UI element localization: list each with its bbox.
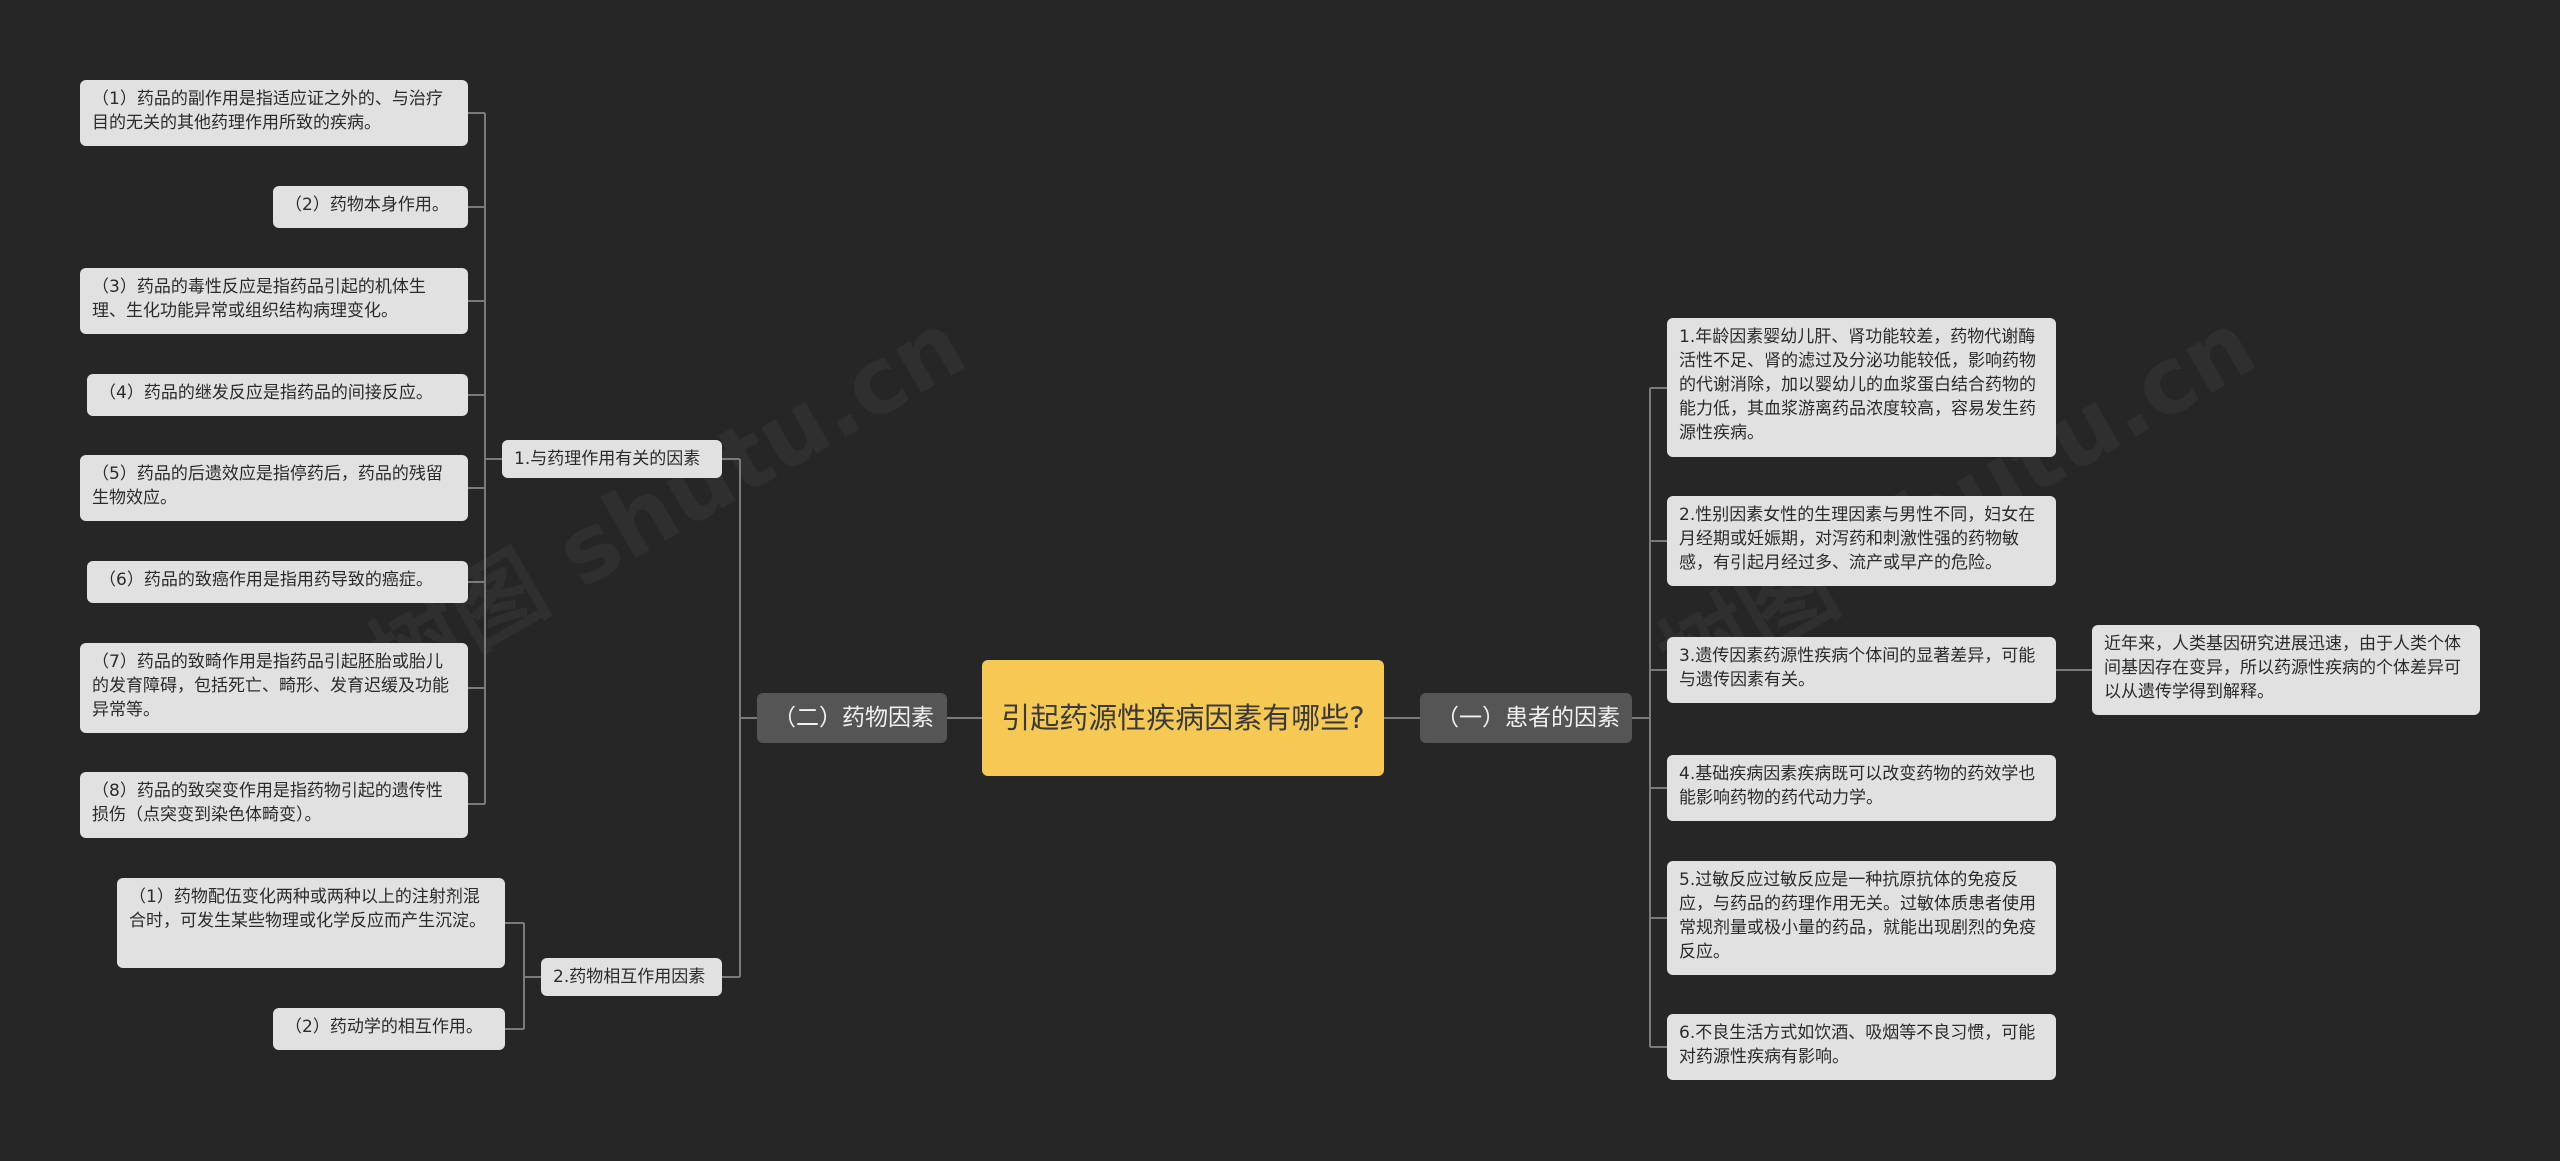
leaf-text: （8）药品的致突变作用是指药物引起的遗传性损伤（点突变到染色体畸变）。: [92, 781, 443, 825]
leaf-node[interactable]: （1）药物配伍变化两种或两种以上的注射剂混合时，可发生某些物理或化学反应而产生沉…: [117, 878, 505, 968]
leaf-text: 5.过敏反应过敏反应是一种抗原抗体的免疫反应，与药品的药理作用无关。过敏体质患者…: [1679, 870, 2036, 962]
group-drug-interaction[interactable]: 2.药物相互作用因素: [541, 958, 722, 996]
connector-right-trunk: [1632, 388, 1651, 1047]
branch-patient-factors[interactable]: （一）患者的因素: [1420, 693, 1632, 743]
group-label: 2.药物相互作用因素: [553, 967, 706, 987]
leaf-text: （4）药品的继发反应是指药品的间接反应。: [99, 383, 433, 403]
leaf-text: （2）药物本身作用。: [285, 195, 449, 215]
leaf-node[interactable]: （2）药动学的相互作用。: [273, 1008, 505, 1050]
leaf-text: 4.基础疾病因素疾病既可以改变药物的药效学也能影响药物的药代动力学。: [1679, 764, 2036, 808]
leaf-text: （2）药动学的相互作用。: [285, 1017, 483, 1037]
group-label: 1.与药理作用有关的因素: [514, 449, 701, 469]
leaf-text: 3.遗传因素药源性疾病个体间的显著差异，可能与遗传因素有关。: [1679, 646, 2036, 690]
leaf-node[interactable]: 4.基础疾病因素疾病既可以改变药物的药效学也能影响药物的药代动力学。: [1667, 755, 2056, 821]
branch-label: （二）药物因素: [773, 705, 934, 731]
root-topic-label: 引起药源性疾病因素有哪些?: [1001, 701, 1365, 735]
connector-left-trunk: [739, 459, 757, 977]
leaf-text: （1）药品的副作用是指适应证之外的、与治疗目的无关的其他药理作用所致的疾病。: [92, 89, 443, 133]
leaf-node[interactable]: （6）药品的致癌作用是指用药导致的癌症。: [87, 561, 468, 603]
leaf-node[interactable]: 2.性别因素女性的生理因素与男性不同，妇女在月经期或妊娠期，对泻药和刺激性强的药…: [1667, 496, 2056, 586]
note-text: 近年来，人类基因研究进展迅速，由于人类个体间基因存在变异，所以药源性疾病的个体差…: [2104, 634, 2461, 702]
branch-label: （一）患者的因素: [1436, 705, 1620, 731]
branch-drug-factors[interactable]: （二）药物因素: [757, 693, 947, 743]
leaf-node[interactable]: 5.过敏反应过敏反应是一种抗原抗体的免疫反应，与药品的药理作用无关。过敏体质患者…: [1667, 861, 2056, 975]
leaf-node[interactable]: （3）药品的毒性反应是指药品引起的机体生理、生化功能异常或组织结构病理变化。: [80, 268, 468, 334]
leaf-text: 2.性别因素女性的生理因素与男性不同，妇女在月经期或妊娠期，对泻药和刺激性强的药…: [1679, 505, 2036, 573]
genetics-note[interactable]: 近年来，人类基因研究进展迅速，由于人类个体间基因存在变异，所以药源性疾病的个体差…: [2092, 625, 2480, 715]
leaf-text: （3）药品的毒性反应是指药品引起的机体生理、生化功能异常或组织结构病理变化。: [92, 277, 426, 321]
leaf-node[interactable]: 3.遗传因素药源性疾病个体间的显著差异，可能与遗传因素有关。: [1667, 637, 2056, 703]
leaf-text: 1.年龄因素婴幼儿肝、肾功能较差，药物代谢酶活性不足、肾的滤过及分泌功能较低，影…: [1679, 327, 2036, 443]
leaf-node[interactable]: 1.年龄因素婴幼儿肝、肾功能较差，药物代谢酶活性不足、肾的滤过及分泌功能较低，影…: [1667, 318, 2056, 457]
group-pharmacological-factors[interactable]: 1.与药理作用有关的因素: [502, 440, 722, 478]
leaf-text: （6）药品的致癌作用是指用药导致的癌症。: [99, 570, 433, 590]
leaf-node[interactable]: （7）药品的致畸作用是指药品引起胚胎或胎儿的发育障碍，包括死亡、畸形、发育迟缓及…: [80, 643, 468, 733]
leaf-node[interactable]: （8）药品的致突变作用是指药物引起的遗传性损伤（点突变到染色体畸变）。: [80, 772, 468, 838]
leaf-node[interactable]: 6.不良生活方式如饮酒、吸烟等不良习惯，可能对药源性疾病有影响。: [1667, 1014, 2056, 1080]
leaf-node[interactable]: （2）药物本身作用。: [273, 186, 468, 228]
leaf-text: （1）药物配伍变化两种或两种以上的注射剂混合时，可发生某些物理或化学反应而产生沉…: [129, 887, 486, 931]
leaf-text: （5）药品的后遗效应是指停药后，药品的残留生物效应。: [92, 464, 443, 508]
connector-group1-trunk: [484, 113, 502, 804]
connector-group2-trunk: [523, 923, 541, 1029]
leaf-text: 6.不良生活方式如饮酒、吸烟等不良习惯，可能对药源性疾病有影响。: [1679, 1023, 2036, 1067]
root-topic[interactable]: 引起药源性疾病因素有哪些?: [982, 660, 1384, 776]
leaf-node[interactable]: （1）药品的副作用是指适应证之外的、与治疗目的无关的其他药理作用所致的疾病。: [80, 80, 468, 146]
leaf-node[interactable]: （5）药品的后遗效应是指停药后，药品的残留生物效应。: [80, 455, 468, 521]
leaf-text: （7）药品的致畸作用是指药品引起胚胎或胎儿的发育障碍，包括死亡、畸形、发育迟缓及…: [92, 652, 449, 720]
leaf-node[interactable]: （4）药品的继发反应是指药品的间接反应。: [87, 374, 468, 416]
